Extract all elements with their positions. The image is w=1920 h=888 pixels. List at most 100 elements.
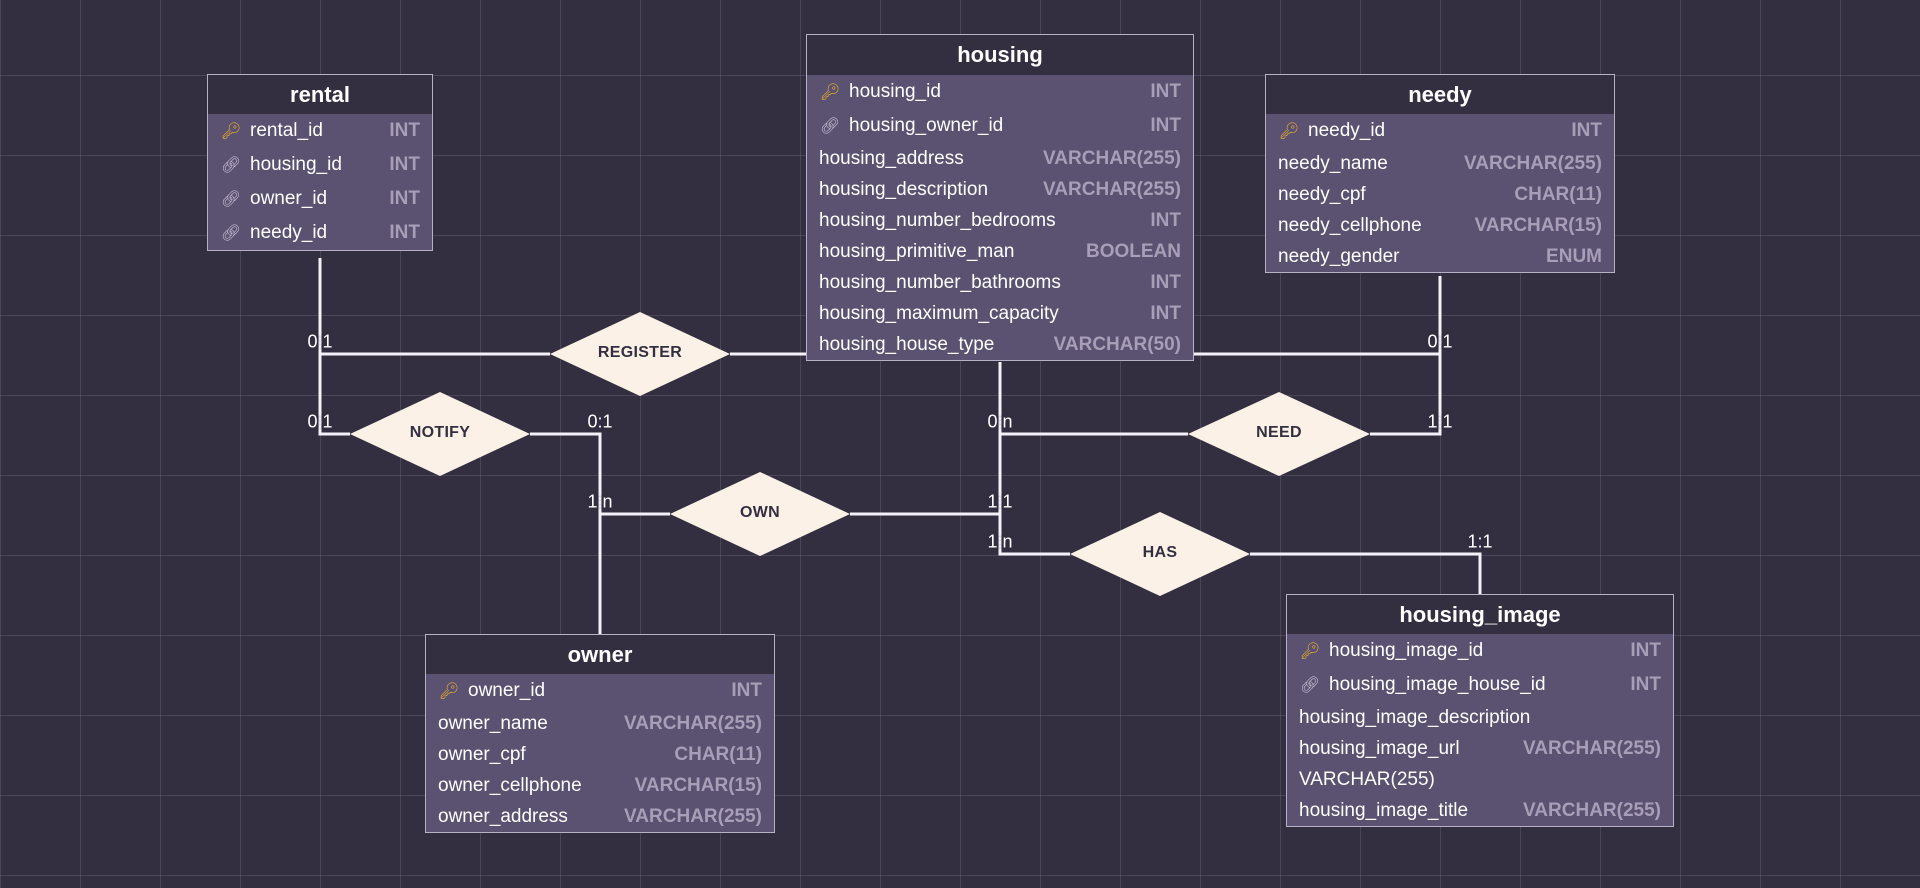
field-row[interactable]: needy_cpf CHAR(11)	[1266, 179, 1614, 210]
key-icon: 🔑︎	[819, 84, 841, 101]
field-type: INT	[389, 222, 420, 243]
line-own-housing	[850, 362, 1002, 516]
relationship-notify-label: NOTIFY	[409, 424, 471, 441]
key-icon: 🔑︎	[438, 683, 460, 700]
field-type: VARCHAR(255)	[1043, 147, 1181, 169]
line-rental-notify	[318, 354, 350, 436]
field-row[interactable]: 🔗︎needy_id INT	[208, 216, 432, 250]
entity-title: housing_image	[1287, 595, 1673, 634]
cardinality-needy-register: 0:1	[1427, 331, 1453, 352]
entity-rental[interactable]: rental 🔑︎rental_id INT 🔗︎housing_id INT …	[207, 74, 433, 251]
field-row[interactable]: housing_image_url VARCHAR(255)	[1287, 733, 1673, 764]
diamond-has[interactable]	[1070, 512, 1250, 596]
relationship-own-label: OWN	[739, 504, 781, 521]
field-name: owner_address	[438, 805, 568, 827]
field-type: INT	[731, 680, 762, 701]
diamond-need[interactable]	[1188, 392, 1370, 476]
relationship-has-label: HAS	[1142, 544, 1178, 561]
diamond-notify[interactable]	[350, 392, 530, 476]
field-type: VARCHAR(255)	[1523, 799, 1661, 821]
field-name: needy_name	[1278, 152, 1388, 174]
field-row[interactable]: needy_cellphone VARCHAR(15)	[1266, 210, 1614, 241]
entity-title: owner	[426, 635, 774, 674]
field-type: VARCHAR(255)	[1523, 737, 1661, 759]
field-row[interactable]: 🔑︎needy_id INT	[1266, 114, 1614, 148]
diamond-own[interactable]	[670, 472, 850, 556]
field-row[interactable]: 🔗︎ housing_image_house_id INT	[1287, 668, 1673, 702]
field-name: housing_maximum_capacity	[819, 302, 1059, 324]
field-row[interactable]: 🔗︎housing_id INT	[208, 148, 432, 182]
link-icon: 🔗︎	[1299, 677, 1321, 694]
field-type: INT	[1150, 81, 1181, 102]
field-row[interactable]: housing_image_description	[1287, 702, 1673, 733]
link-icon: 🔗︎	[819, 118, 841, 135]
field-name: housing_image_house_id	[1329, 674, 1546, 695]
field-name: needy_id	[250, 222, 328, 243]
relationship-register-label: REGISTER	[597, 344, 683, 361]
key-icon: 🔑︎	[1278, 123, 1300, 140]
line-housing-needy	[1193, 276, 1442, 356]
field-row[interactable]: 🔗︎ owner_id INT	[208, 182, 432, 216]
field-type: CHAR(11)	[674, 743, 762, 765]
field-name: housing_house_type	[819, 333, 995, 355]
entity-title: rental	[208, 75, 432, 114]
entity-housing[interactable]: housing 🔑︎ housing_id INT 🔗︎housing_owner…	[806, 34, 1194, 361]
field-row[interactable]: 🔑︎housing_image_id INT	[1287, 634, 1673, 668]
cardinality-housing-has: 1:n	[987, 531, 1013, 552]
key-icon: 🔑︎	[1299, 643, 1321, 660]
link-icon: 🔗︎	[220, 191, 242, 208]
field-type: INT	[1630, 674, 1661, 695]
field-type: INT	[389, 154, 420, 175]
field-row[interactable]: housing_maximum_capacity INT	[807, 298, 1193, 329]
entity-title: housing	[807, 35, 1193, 75]
field-type: INT	[1150, 115, 1181, 136]
field-type: INT	[1150, 302, 1181, 324]
field-name: needy_gender	[1278, 245, 1400, 267]
field-type: VARCHAR(15)	[634, 774, 762, 796]
field-row[interactable]: owner_address VARCHAR(255)	[426, 801, 774, 832]
line-housing-has	[998, 514, 1070, 556]
cardinality-owner-own: 1:n	[587, 491, 613, 512]
field-row[interactable]: 🔗︎housing_owner_id INT	[807, 109, 1193, 143]
field-name: owner_cellphone	[438, 774, 582, 796]
field-name: needy_cpf	[1278, 183, 1366, 205]
field-type: VARCHAR(15)	[1474, 214, 1602, 236]
field-row[interactable]: 🔑︎rental_id INT	[208, 114, 432, 148]
field-row[interactable]: VARCHAR(255)	[1287, 764, 1673, 795]
cardinality-rental-register: 0:1	[307, 331, 333, 352]
cardinality-image-has: 1:1	[1467, 531, 1493, 552]
diamond-register[interactable]	[550, 312, 730, 396]
field-type: VARCHAR(255)	[624, 805, 762, 827]
field-name: owner_name	[438, 712, 548, 734]
field-type: VARCHAR(255)	[1043, 178, 1181, 200]
field-row[interactable]: 🔑︎ owner_id INT	[426, 674, 774, 708]
field-row[interactable]: housing_address VARCHAR(255)	[807, 143, 1193, 174]
field-type: CHAR(11)	[1514, 183, 1602, 205]
field-row[interactable]: housing_house_type VARCHAR(50)	[807, 329, 1193, 360]
field-name: housing_image_url	[1299, 737, 1460, 759]
field-type: BOOLEAN	[1086, 240, 1181, 262]
field-name: needy_cellphone	[1278, 214, 1422, 236]
field-name: housing_address	[819, 147, 964, 169]
field-name: owner_id	[468, 680, 546, 701]
field-name: housing_id	[250, 154, 342, 175]
entity-housing-image[interactable]: housing_image 🔑︎housing_image_id INT 🔗︎ h…	[1286, 594, 1674, 827]
field-name: housing_id	[849, 81, 941, 102]
field-row[interactable]: owner_cellphone VARCHAR(15)	[426, 770, 774, 801]
field-name: owner_id	[250, 188, 328, 209]
field-row[interactable]: 🔑︎ housing_id INT	[807, 75, 1193, 109]
field-type: INT	[389, 188, 420, 209]
field-type: VARCHAR(50)	[1053, 333, 1181, 355]
